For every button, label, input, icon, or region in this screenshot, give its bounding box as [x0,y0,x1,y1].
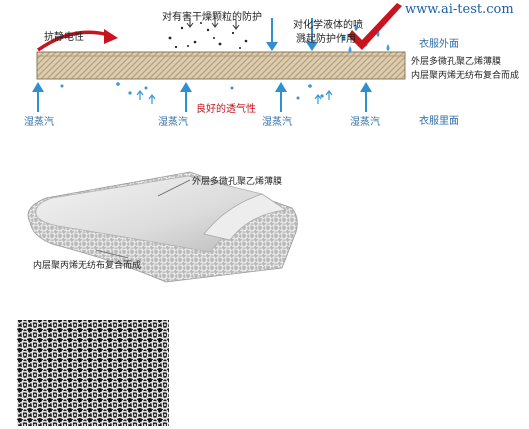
callout-line-inner [95,249,129,259]
label-vapor-3: 湿蒸汽 [262,117,292,128]
label-chemical-protection-line2: 溅起防护作用 [296,34,356,45]
label-layer-outer: 外层多微孔聚乙烯薄膜 [411,57,502,67]
microscope-image [17,320,169,426]
label-layer-inner: 内层聚丙烯无纺布复合而成 [411,71,520,81]
vapor-small-arrows [136,90,333,104]
label-antistatic: 抗静电性 [44,32,84,43]
fabric-band [36,51,406,80]
blue-up-arrows [32,82,372,112]
label-garment-outer: 衣服外面 [419,39,459,50]
label-particle-protection: 对有害干燥颗粒的防护 [162,12,262,23]
label-vapor-1: 湿蒸汽 [24,117,54,128]
callout-line-outer [157,179,191,197]
label-garment-inner: 衣服里面 [419,116,459,127]
label-vapor-4: 湿蒸汽 [350,117,380,128]
vapor-dots [60,82,324,100]
callout-inner-nonwoven: 内层聚丙烯无纺布复合而成 [33,261,142,271]
label-vapor-2: 湿蒸汽 [158,117,188,128]
curved-red-arrowhead [104,29,118,44]
particle-arrows [186,18,240,30]
red-check-mark [348,3,402,50]
callout-outer-film: 外层多微孔聚乙烯薄膜 [192,177,283,187]
blue-down-arrows [266,18,318,51]
label-chemical-protection-line1: 对化学液体的喷 [293,20,363,31]
label-breathability: 良好的透气性 [196,104,256,115]
peeled-film-corner [203,193,288,241]
dust-particles [168,22,248,49]
website-watermark: www.ai-test.com [405,2,514,17]
